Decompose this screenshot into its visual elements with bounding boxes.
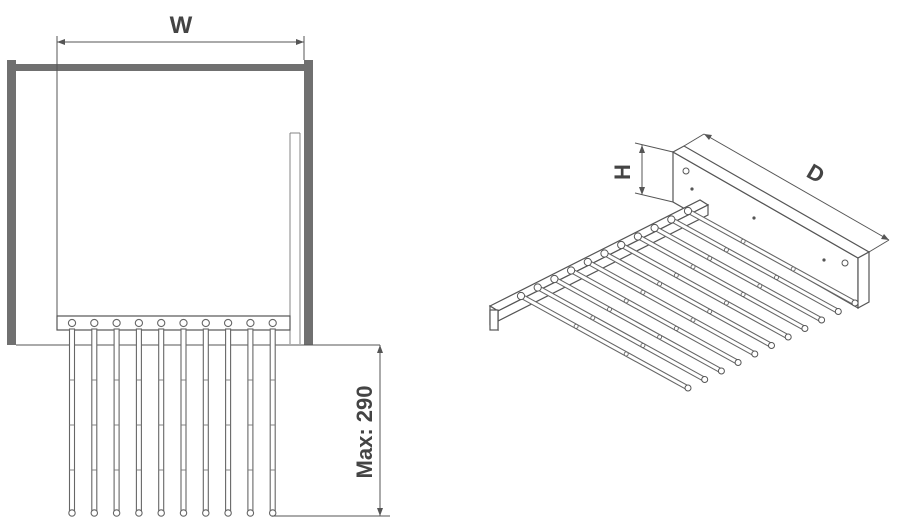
rod-iso <box>683 206 859 307</box>
rod <box>246 318 255 517</box>
pull-out-rods-iso <box>516 206 859 392</box>
pull-out-rods <box>67 318 277 517</box>
top-wall <box>16 64 304 71</box>
rod-iso <box>550 274 725 375</box>
left-side-wall <box>7 60 16 345</box>
rod <box>67 318 77 517</box>
rod-iso <box>617 240 792 341</box>
rod-iso <box>633 232 809 332</box>
rod-iso <box>516 291 692 392</box>
rod <box>223 318 233 517</box>
rod <box>268 318 277 517</box>
rod <box>179 318 188 517</box>
height-dimension: H <box>610 142 674 203</box>
top-view: W Max: 290 <box>7 12 390 517</box>
rod-iso <box>583 257 759 358</box>
rod <box>112 318 121 517</box>
right-side-wall <box>304 60 313 345</box>
rod <box>201 318 210 517</box>
rod <box>90 318 99 517</box>
rod <box>157 318 166 517</box>
depth-label: D <box>803 159 829 189</box>
width-label: W <box>170 12 193 39</box>
rod-iso <box>533 283 709 383</box>
rod-iso <box>600 249 775 349</box>
rod-iso <box>667 215 842 315</box>
max-extension-dimension: Max: 290 <box>272 345 390 517</box>
width-dimension: W <box>56 12 305 320</box>
max-label: Max: 290 <box>352 386 377 479</box>
isometric-view: H D <box>488 133 890 392</box>
back-rail <box>671 145 871 310</box>
rod-iso <box>567 266 742 366</box>
rod <box>134 318 144 517</box>
height-label: H <box>610 164 635 180</box>
rod-iso <box>650 223 826 324</box>
